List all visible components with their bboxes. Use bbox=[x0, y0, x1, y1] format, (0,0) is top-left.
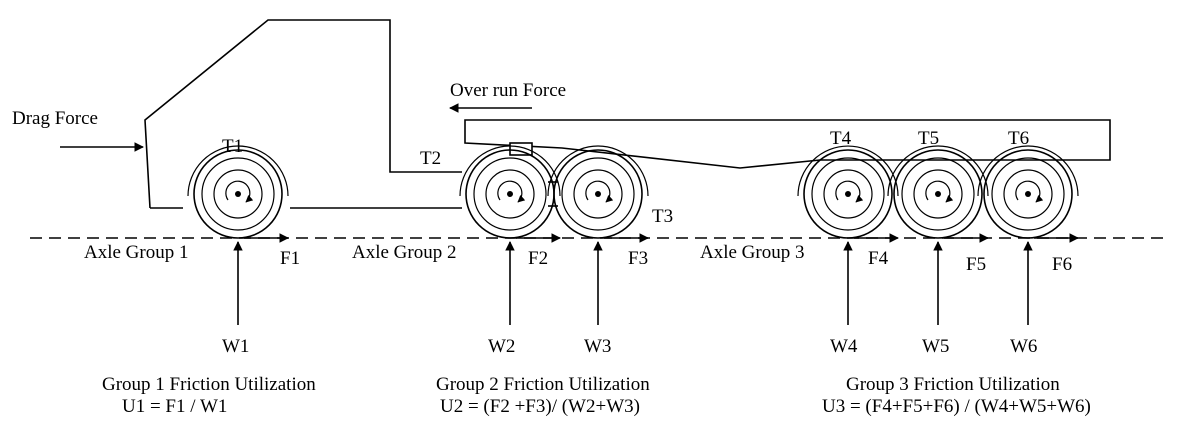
friction-label-f5: F5 bbox=[966, 254, 986, 275]
tire-outer bbox=[983, 149, 1073, 239]
tire-label-t6: T6 bbox=[1008, 128, 1029, 149]
fender-arc bbox=[187, 145, 289, 197]
weight-label-w4: W4 bbox=[830, 336, 858, 357]
rotation-arrow bbox=[497, 180, 526, 203]
trailer-deck bbox=[464, 119, 1111, 169]
tire-label-t2: T2 bbox=[420, 148, 441, 169]
fender-arc bbox=[977, 145, 1079, 197]
wheel-6 bbox=[977, 145, 1079, 239]
wheel-1 bbox=[187, 145, 289, 239]
rim bbox=[573, 169, 623, 219]
group-2-caption-title: Group 2 Friction Utilization bbox=[436, 374, 650, 395]
rotation-arrow bbox=[835, 180, 864, 203]
friction-label-f3: F3 bbox=[628, 248, 648, 269]
fender-arc bbox=[547, 145, 649, 197]
weight-label-w2: W2 bbox=[488, 336, 515, 357]
friction-label-f4: F4 bbox=[868, 248, 889, 269]
rim bbox=[485, 169, 535, 219]
rotation-arrow bbox=[925, 180, 954, 203]
wheel-2 bbox=[459, 145, 561, 239]
overrun-force-label: Over run Force bbox=[450, 80, 566, 101]
tire-ring bbox=[201, 157, 275, 231]
tire-label-t4: T4 bbox=[830, 128, 852, 149]
tire-ring bbox=[811, 157, 885, 231]
hub bbox=[235, 191, 241, 197]
tire-ring bbox=[561, 157, 635, 231]
wheel-3 bbox=[547, 145, 649, 239]
tire-label-t3: T3 bbox=[652, 206, 673, 227]
truck-cab-outline bbox=[144, 19, 462, 209]
tire-label-t1: T1 bbox=[222, 136, 243, 157]
drag-force-label: Drag Force bbox=[12, 108, 98, 129]
rim bbox=[823, 169, 873, 219]
hub bbox=[845, 191, 851, 197]
rotation-arrow bbox=[585, 180, 614, 203]
group-1-caption-title: Group 1 Friction Utilization bbox=[102, 374, 316, 395]
rotation-arrow bbox=[1015, 180, 1044, 203]
weight-label-w5: W5 bbox=[922, 336, 949, 357]
rotation-arrow bbox=[225, 180, 254, 203]
axle-group-2-label: Axle Group 2 bbox=[352, 242, 456, 263]
hub bbox=[507, 191, 513, 197]
fender-arc bbox=[459, 145, 561, 197]
weight-label-w1: W1 bbox=[222, 336, 249, 357]
weight-label-w3: W3 bbox=[584, 336, 611, 357]
friction-label-f2: F2 bbox=[528, 248, 548, 269]
tire-ring bbox=[901, 157, 975, 231]
rim bbox=[913, 169, 963, 219]
group-1-caption-formula: U1 = F1 / W1 bbox=[122, 396, 227, 417]
tire-outer bbox=[193, 149, 283, 239]
tire-ring bbox=[473, 157, 547, 231]
group-3-caption-title: Group 3 Friction Utilization bbox=[846, 374, 1060, 395]
tire-label-t5: T5 bbox=[918, 128, 939, 149]
group-2-caption-formula: U2 = (F2 +F3)/ (W2+W3) bbox=[440, 396, 640, 417]
friction-label-f1: F1 bbox=[280, 248, 300, 269]
rim bbox=[213, 169, 263, 219]
hub bbox=[1025, 191, 1031, 197]
hub bbox=[595, 191, 601, 197]
friction-label-f6: F6 bbox=[1052, 254, 1072, 275]
weight-label-w6: W6 bbox=[1010, 336, 1037, 357]
hub bbox=[935, 191, 941, 197]
axle-group-1-label: Axle Group 1 bbox=[84, 242, 188, 263]
tire-ring bbox=[991, 157, 1065, 231]
wheel-5 bbox=[887, 145, 989, 239]
tire-outer bbox=[553, 149, 643, 239]
tire-outer bbox=[893, 149, 983, 239]
axle-group-3-label: Axle Group 3 bbox=[700, 242, 804, 263]
rim bbox=[1003, 169, 1053, 219]
tire-outer bbox=[803, 149, 893, 239]
group-3-caption-formula: U3 = (F4+F5+F6) / (W4+W5+W6) bbox=[822, 396, 1091, 417]
